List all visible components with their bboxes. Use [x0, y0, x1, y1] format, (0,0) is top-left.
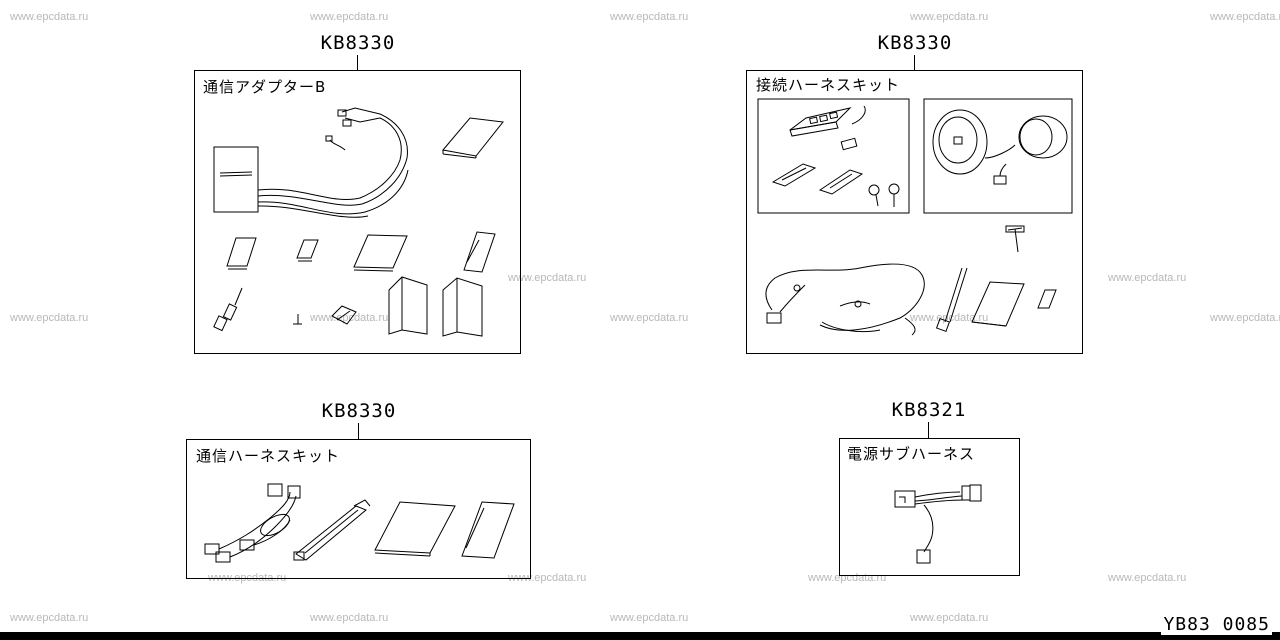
watermark: www.epcdata.ru [10, 612, 89, 624]
kit-title: 通信ハーネスキット [196, 447, 341, 465]
kit-title: 電源サブハーネス [847, 445, 976, 463]
leader-line [357, 55, 358, 71]
probe-drawing [935, 267, 968, 333]
watermark: www.epcdata.ru [310, 612, 389, 624]
kit-box-power-subharness[interactable] [839, 438, 1020, 576]
gauge-drawing [932, 109, 1068, 185]
watermark: www.epcdata.ru [10, 11, 89, 23]
watermark: www.epcdata.ru [910, 612, 989, 624]
watermark: www.epcdata.ru [310, 312, 389, 324]
bracket-drawing [771, 163, 864, 195]
watermark: www.epcdata.ru [1108, 572, 1187, 584]
comm-harness-drawing [204, 483, 301, 563]
leader-line [928, 422, 929, 439]
small-pad-drawing [296, 239, 319, 262]
power-harness-drawing [894, 484, 982, 564]
leader-line [914, 55, 915, 71]
watermark: www.epcdata.ru [1108, 272, 1187, 284]
part-number-label[interactable]: KB8330 [877, 32, 953, 54]
watermark: www.epcdata.ru [610, 312, 689, 324]
booklet-drawing [971, 281, 1025, 327]
label-strip-drawing [463, 231, 496, 273]
watermark: www.epcdata.ru [910, 312, 989, 324]
clamp-drawing [331, 305, 357, 325]
watermark: www.epcdata.ru [1210, 11, 1280, 23]
watermark: www.epcdata.ru [508, 272, 587, 284]
tool-drawing [1005, 225, 1025, 253]
adapter-unit-drawing [213, 107, 409, 218]
kit-box-comm-harness[interactable] [186, 439, 531, 579]
pad-drawing [226, 237, 257, 270]
sub-box [923, 98, 1073, 214]
screwdriver-drawing [213, 287, 243, 332]
switch-panel-drawing [789, 105, 866, 151]
manual-drawing [374, 501, 456, 557]
main-harness-drawing [765, 263, 925, 336]
watermark: www.epcdata.ru [610, 612, 689, 624]
part-number-label[interactable]: KB8330 [320, 32, 396, 54]
tag-drawing [1037, 289, 1057, 309]
screws-drawing [868, 183, 900, 207]
instruction-sheet-drawing [353, 234, 408, 272]
sub-box [757, 98, 910, 214]
bottom-bar [0, 632, 1280, 640]
manual-booklet-drawing [442, 117, 504, 159]
watermark: www.epcdata.ru [1210, 312, 1280, 324]
label-sheet-drawing [461, 501, 515, 559]
figure-code: YB83 0085 [1161, 614, 1272, 635]
part-number-label[interactable]: KB8330 [321, 400, 397, 422]
watermark: www.epcdata.ru [310, 11, 389, 23]
part-number-label[interactable]: KB8321 [891, 399, 967, 421]
kit-box-comm-adapter[interactable] [194, 70, 521, 354]
kit-title: 通信アダプターB [203, 78, 327, 96]
leader-line [358, 423, 359, 440]
watermark: www.epcdata.ru [610, 11, 689, 23]
watermark: www.epcdata.ru [10, 312, 89, 324]
cable-tie-drawing [293, 499, 371, 561]
clip-drawing [293, 314, 302, 325]
kit-title: 接続ハーネスキット [756, 76, 901, 94]
folded-leaflet-drawing [388, 276, 483, 337]
watermark: www.epcdata.ru [910, 11, 989, 23]
kit-box-connection-harness[interactable] [746, 70, 1083, 354]
watermark: www.epcdata.ru [508, 572, 587, 584]
